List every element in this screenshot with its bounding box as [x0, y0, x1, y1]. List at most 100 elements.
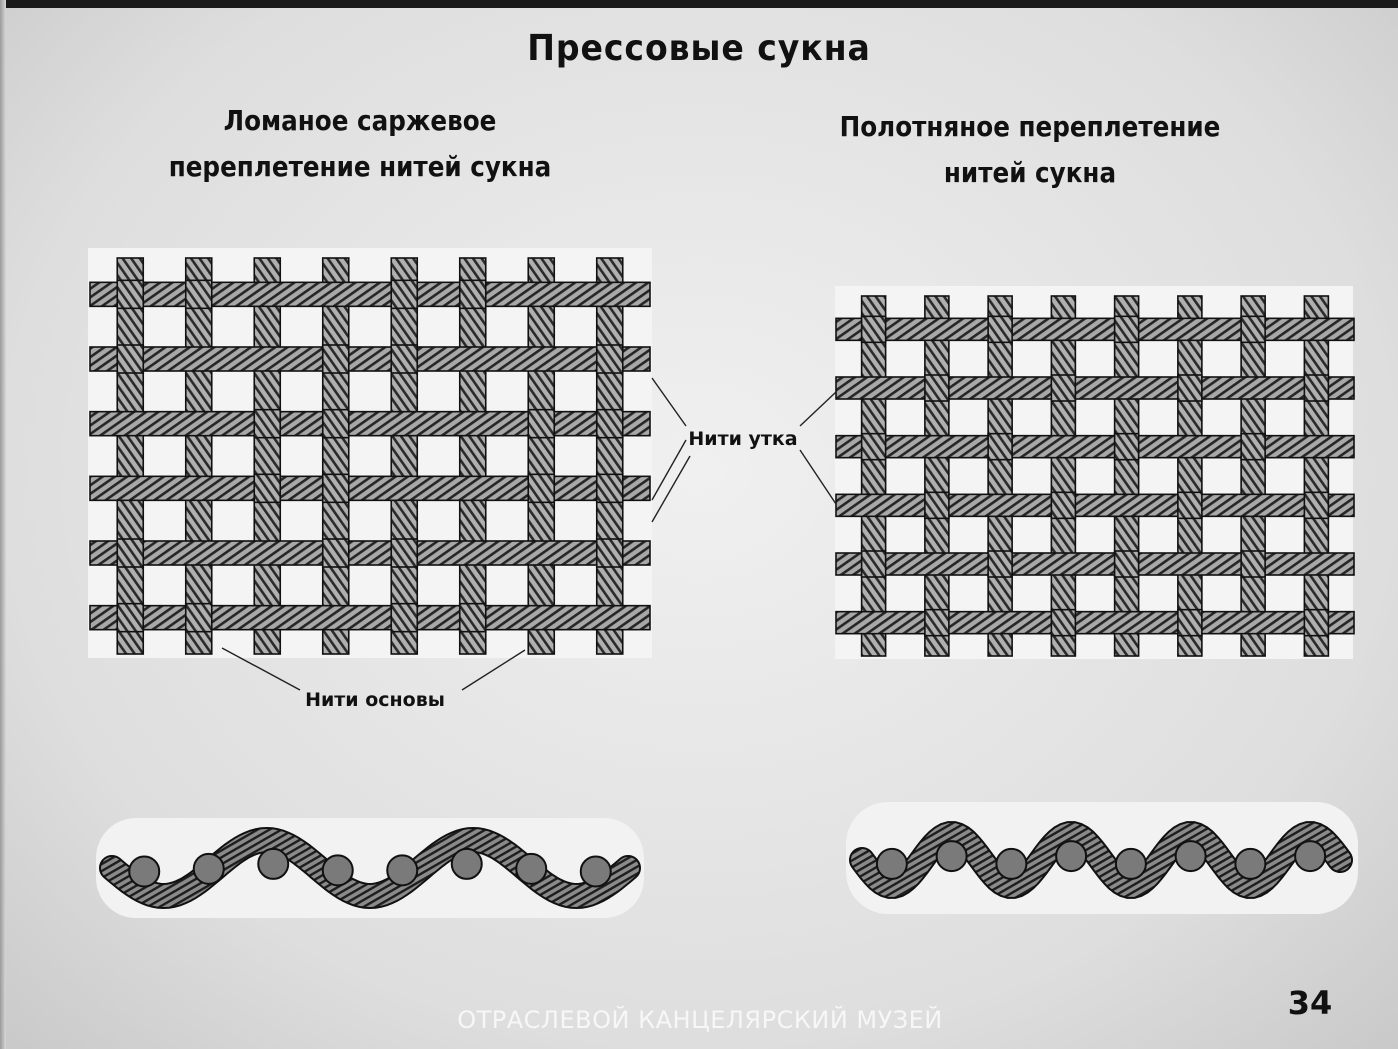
warp-over-crossing: [987, 315, 1013, 344]
plain-weave-panel: [835, 286, 1353, 659]
warp-over-crossing: [1240, 550, 1266, 578]
warp-over-crossing: [987, 550, 1013, 578]
warp-over-crossing: [987, 432, 1013, 461]
warp-over-crossing: [321, 473, 350, 504]
warp-threads-label: Нити основы: [305, 689, 445, 711]
warp-over-crossing: [860, 550, 887, 578]
warp-over-crossing: [253, 473, 282, 504]
warp-thread-section: [321, 854, 354, 887]
warp-thread-section: [579, 855, 612, 888]
warp-over-crossing: [1240, 432, 1266, 461]
warp-thread-section: [1294, 840, 1327, 873]
weft-thread: [835, 610, 1355, 635]
warp-over-crossing: [184, 279, 213, 310]
weft-leader-line: [651, 439, 687, 501]
warp-over-crossing: [924, 608, 950, 637]
warp-thread-section: [1234, 847, 1267, 880]
weft-thread: [89, 346, 651, 372]
warp-thread: [1113, 295, 1140, 657]
film-frame-top-edge: [0, 0, 1398, 8]
warp-over-crossing: [390, 279, 419, 310]
leader-lines: [221, 377, 837, 691]
warp-over-crossing: [1113, 432, 1140, 461]
warp-over-crossing: [527, 408, 556, 439]
left-heading-line2: переплетение нитей сукна: [168, 150, 552, 183]
right-heading-line1: Полотняное переплетение: [839, 110, 1221, 143]
warp-thread-section: [935, 840, 968, 873]
warp-leader-line: [221, 647, 301, 691]
warp-over-crossing: [1177, 374, 1203, 402]
warp-over-crossing: [1240, 315, 1266, 344]
warp-thread: [860, 295, 887, 657]
film-frame-left-edge: [0, 0, 6, 1049]
warp-thread-section: [450, 847, 483, 880]
weft-thread: [835, 317, 1355, 342]
warp-over-crossing: [860, 432, 887, 461]
warp-over-crossing: [595, 344, 624, 374]
warp-thread-section: [192, 852, 225, 885]
warp-over-crossing: [390, 538, 419, 568]
warp-thread: [458, 257, 487, 655]
warp-over-crossing: [1050, 608, 1077, 637]
warp-leader-line: [461, 649, 526, 691]
warp-thread: [253, 257, 282, 655]
weft-thread: [89, 475, 651, 502]
warp-over-crossing: [924, 374, 950, 402]
warp-over-crossing: [1113, 550, 1140, 578]
warp-over-crossing: [116, 344, 145, 374]
warp-over-crossing: [390, 344, 419, 374]
warp-over-crossing: [1303, 608, 1330, 637]
weft-thread-section: [101, 828, 639, 908]
warp-over-crossing: [1303, 374, 1330, 402]
warp-thread-section: [1174, 840, 1207, 873]
warp-thread: [595, 257, 624, 655]
warp-over-crossing: [458, 602, 487, 633]
twill-cross-section: [96, 818, 644, 918]
warp-over-crossing: [1177, 608, 1203, 637]
warp-thread-section: [1114, 847, 1147, 880]
weft-thread: [835, 493, 1355, 518]
warp-thread-section: [1055, 840, 1088, 873]
warp-over-crossing: [1303, 491, 1330, 520]
warp-thread: [1240, 295, 1266, 657]
warp-over-crossing: [116, 538, 145, 568]
warp-thread: [527, 257, 556, 655]
warp-over-crossing: [924, 491, 950, 520]
warp-thread: [1303, 295, 1330, 657]
warp-thread: [116, 257, 145, 655]
weft-threads-label: Нити утка: [688, 428, 798, 450]
weft-leader-line: [651, 455, 691, 523]
weft-leader-line: [651, 377, 687, 427]
warp-thread: [321, 257, 350, 655]
warp-thread-section: [995, 847, 1028, 880]
plain-cross-section: [846, 802, 1358, 914]
warp-thread: [390, 257, 419, 655]
warp-over-crossing: [527, 473, 556, 504]
warp-over-crossing: [321, 408, 350, 439]
warp-thread-section: [515, 852, 548, 885]
twill-weave-illustration: [88, 248, 652, 658]
warp-thread-section: [875, 847, 908, 880]
warp-over-crossing: [595, 408, 624, 439]
weft-thread: [835, 434, 1355, 459]
left-heading-line1: Ломаное саржевое: [223, 104, 497, 137]
warp-thread: [924, 295, 950, 657]
weft-thread: [835, 552, 1355, 576]
warp-thread-section: [257, 847, 290, 880]
warp-over-crossing: [116, 602, 145, 633]
warp-over-crossing: [458, 279, 487, 310]
weft-thread: [89, 410, 651, 437]
warp-thread-section: [386, 854, 419, 887]
right-heading-line2: нитей сукна: [943, 156, 1117, 189]
warp-thread-section: [128, 855, 161, 888]
warp-over-crossing: [595, 538, 624, 568]
warp-thread: [987, 295, 1013, 657]
weft-leader-line: [799, 449, 837, 505]
weft-leader-line: [799, 391, 837, 427]
warp-over-crossing: [1177, 491, 1203, 520]
warp-over-crossing: [116, 279, 145, 310]
warp-over-crossing: [321, 538, 350, 568]
weft-thread: [89, 281, 651, 308]
weft-thread-section: [851, 823, 1351, 897]
